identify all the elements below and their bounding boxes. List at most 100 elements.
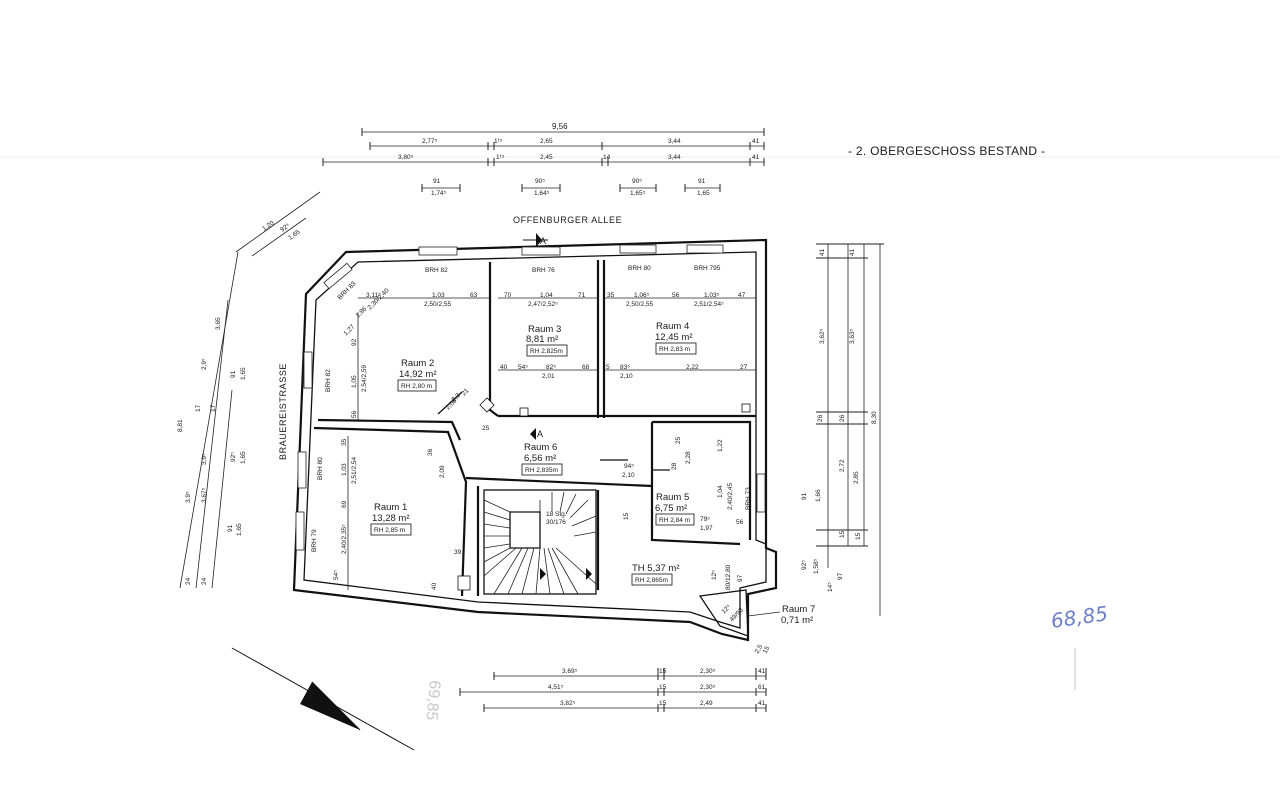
svg-text:1,06⁵: 1,06⁵ [634,292,650,299]
window-e1: BRH 73 [745,487,752,510]
right-dimension-chains: 41 41 3,62⁵ 3,63⁵ 26 26 2,72 2,85 8,30 1… [801,243,884,616]
dim-open-4a: 91 [698,178,706,185]
svg-text:3,65: 3,65 [215,317,222,330]
svg-text:2,40/2,45: 2,40/2,45 [727,483,734,510]
room-raum1: Raum 1 13,28 m² RH 2,85 m [370,502,412,536]
dim-top-r2-0: 3,80⁵ [398,154,414,161]
window-w2: BRH 82 [325,369,332,392]
dim-top-r1-2: 2,65 [540,138,553,145]
raum3-area: 8,81 m² [526,334,558,345]
svg-text:97: 97 [737,574,744,582]
dim-bot-r3-3: 41 [758,700,766,707]
dim-bot-r2-1: 15 [659,684,667,691]
raum6-name: Raum 6 [524,442,557,453]
svg-text:3,67⁵: 3,67⁵ [201,487,208,503]
svg-text:25: 25 [675,436,682,444]
svg-text:2,85: 2,85 [853,471,860,484]
svg-text:1,03⁵: 1,03⁵ [704,292,720,299]
dim-top-r1-3: 3,44 [668,138,681,145]
dim-right-overall: 8,30 [871,411,878,424]
svg-text:1,65: 1,65 [240,451,247,464]
dim-bot-r2-0: 4,51⁵ [548,684,564,691]
room-th: TH 5,37 m² RH 2,865m [631,563,680,586]
svg-text:92: 92 [351,338,358,346]
svg-text:2,50/2,55: 2,50/2,55 [424,301,451,308]
svg-text:91: 91 [227,524,234,532]
svg-text:14⁵: 14⁵ [827,582,834,592]
svg-text:2,72: 2,72 [839,459,846,472]
svg-text:80/12,80: 80/12,80 [725,564,732,590]
svg-text:3,9⁵: 3,9⁵ [185,491,192,503]
room-raum6: A Raum 6 6,56 m² RH 2,835m [521,428,563,476]
svg-text:2,5: 2,5 [754,643,765,655]
interior-dimensions: 3,11⁵ 1,03 2,50/2,55 63 70 1,04 2,47/2,5… [333,287,772,655]
svg-text:1,65: 1,65 [287,228,302,241]
svg-text:1,05: 1,05 [351,375,358,388]
svg-text:92⁵: 92⁵ [279,222,291,234]
svg-text:2,10: 2,10 [620,373,633,380]
svg-text:2,3: 2,3 [450,392,462,404]
svg-text:47: 47 [738,292,746,299]
dim-top-r2-2: 2,45 [540,154,553,161]
raum1-area: 13,28 m² [372,513,410,524]
room-raum3: Raum 3 8,81 m² RH 2,825m [526,324,568,357]
svg-text:92⁵: 92⁵ [801,560,808,570]
window-w4: BRH 79 [311,529,318,552]
svg-text:68: 68 [582,364,590,371]
svg-text:3,9⁵: 3,9⁵ [201,453,208,465]
svg-text:24: 24 [185,577,192,585]
dim-top-r1-4: 41 [752,138,760,145]
th-height: RH 2,865m [635,577,668,584]
section-marker-north: A [523,233,548,247]
svg-text:91: 91 [230,370,237,378]
window-n2: BRH 76 [532,267,555,274]
dim-top-r2-5: 41 [752,154,760,161]
svg-text:17: 17 [195,404,202,412]
svg-text:A: A [537,429,543,439]
raum2-area: 14,92 m² [399,369,437,380]
svg-text:1,97: 1,97 [700,525,713,532]
svg-text:92⁵: 92⁵ [230,452,237,462]
svg-text:2,22: 2,22 [686,364,699,371]
raum4-area: 12,45 m² [655,332,693,343]
svg-text:3,11⁵: 3,11⁵ [366,292,381,299]
room-raum7: Raum 7 0,71 m² [747,604,815,626]
drawing-title: - 2. OBERGESCHOSS BESTAND - [848,144,1045,158]
svg-text:36: 36 [427,448,434,456]
left-dimension-chains: 8,81 3,65 2,9⁵ 17 17 3,9⁵ 3,9⁵ 3,67⁵ 24 … [177,251,247,589]
svg-text:35: 35 [607,292,615,299]
dim-bot-r1-0: 3,69⁵ [562,668,578,675]
svg-text:15: 15 [623,512,630,520]
raum2-height: RH 2,80 m [401,383,432,390]
raum6-area: 6,56 m² [524,453,556,464]
dim-bot-r2-2: 2,30⁵ [700,684,716,691]
svg-text:12⁵: 12⁵ [720,603,732,615]
raum5-area: 6,75 m² [655,503,687,514]
svg-text:3,63⁵: 3,63⁵ [849,328,856,344]
svg-text:56: 56 [351,410,358,418]
svg-text:83⁵: 83⁵ [620,364,630,371]
svg-text:39: 39 [454,549,462,556]
svg-text:2,51/2,54⁵: 2,51/2,54⁵ [694,301,724,308]
door-swings [437,391,670,471]
svg-text:24: 24 [201,577,208,585]
svg-text:2,50/2,55: 2,50/2,55 [626,301,653,308]
svg-text:1,04: 1,04 [717,485,724,498]
dim-bot-r1-1: 15 [659,668,667,675]
dim-open-1b: 1,74⁵ [431,190,447,197]
th-name: TH 5,37 m² [632,563,680,574]
window-w3: BRH 80 [317,457,324,480]
svg-text:27: 27 [740,364,748,371]
windows-west: BRH 83 BRH 82 BRH 80 BRH 79 [295,262,358,552]
dim-bot-r2-3: 61 [758,684,766,691]
svg-text:2,01: 2,01 [542,373,555,380]
windows-north: BRH 82 BRH 76 BRH 80 BRH 795 [418,244,724,274]
svg-text:91: 91 [801,492,808,500]
dim-top-r1-0: 2,77⁵ [422,138,438,145]
room-raum5: Raum 5 6,75 m² RH 2,84 m [655,492,695,526]
svg-text:2,09: 2,09 [439,465,446,478]
bottom-dimension-chains: 3,69⁵ 15 2,30⁵ 41 4,51⁵ 15 2,30⁵ 61 3,82… [459,668,767,712]
dim-top-r1-1: 1¹⁵ [494,138,503,145]
svg-text:2,10: 2,10 [622,472,635,479]
dim-open-1a: 91 [433,178,441,185]
